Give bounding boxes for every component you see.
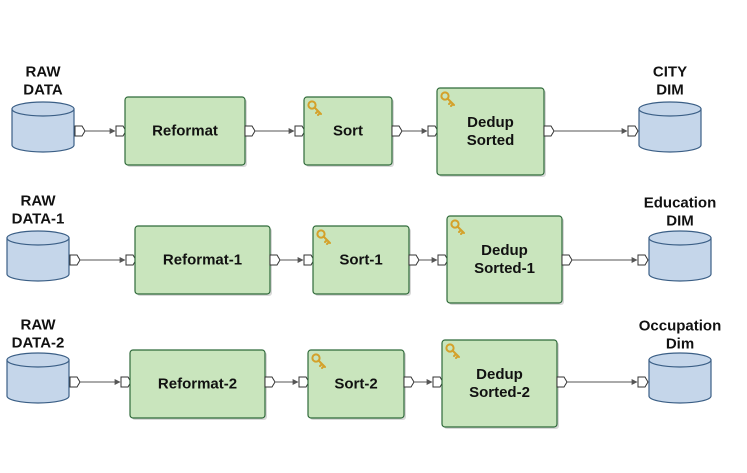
target-label-line-2: Dim: [666, 336, 694, 353]
key-icon: [316, 229, 331, 245]
target-database[interactable]: [648, 230, 712, 282]
reformat-node[interactable]: Reformat: [124, 96, 247, 167]
target-label-line-1: Education: [644, 195, 717, 212]
dedup-node-label-line-1: Dedup: [481, 242, 528, 259]
target-input-port[interactable]: [637, 376, 649, 388]
target-label-line-1: Occupation: [639, 318, 722, 335]
dedup-node-label-line-2: Sorted-2: [469, 384, 530, 401]
target-input-port[interactable]: [637, 254, 649, 266]
target-label-line-2: DIM: [666, 213, 694, 230]
reformat-node-label-line-1: Reformat: [152, 123, 218, 140]
source-label-line-2: DATA: [23, 82, 63, 99]
dedup-output-port[interactable]: [561, 254, 573, 266]
dedup-node-label-line-1: Dedup: [476, 366, 523, 383]
dedup-node-label-line-2: Sorted: [467, 132, 515, 149]
reformat-node-label-line-1: Reformat-2: [158, 376, 237, 393]
sort-node-label-line-1: Sort: [333, 123, 363, 140]
sort-node-label-line-1: Sort-1: [339, 252, 382, 269]
key-icon: [445, 343, 460, 359]
reformat-node-label-line-1: Reformat-1: [163, 252, 242, 269]
source-database[interactable]: [6, 230, 70, 282]
dedup-node-label-line-2: Sorted-1: [474, 260, 535, 277]
source-database[interactable]: [6, 352, 70, 404]
key-icon: [311, 353, 326, 369]
dedup-output-port[interactable]: [556, 376, 568, 388]
key-icon: [440, 91, 455, 107]
source-label-line-1: RAW: [21, 193, 57, 210]
key-icon: [307, 100, 322, 116]
sort-node[interactable]: Sort-1: [312, 225, 411, 296]
sort-node[interactable]: Sort-2: [307, 349, 406, 420]
sort-output-port[interactable]: [408, 254, 420, 266]
source-database[interactable]: [11, 101, 75, 153]
sort-node-label-line-1: Sort-2: [334, 376, 377, 393]
sort-output-port[interactable]: [403, 376, 415, 388]
target-database[interactable]: [648, 352, 712, 404]
target-input-port[interactable]: [627, 125, 639, 137]
source-output-port[interactable]: [74, 125, 86, 137]
reformat-node[interactable]: Reformat-2: [129, 349, 267, 420]
key-icon: [450, 219, 465, 235]
sort-output-port[interactable]: [391, 125, 403, 137]
target-label-line-2: DIM: [656, 82, 684, 99]
source-label-line-2: DATA-1: [12, 211, 65, 228]
reformat-output-port[interactable]: [244, 125, 256, 137]
reformat-output-port[interactable]: [269, 254, 281, 266]
source-label-line-2: DATA-2: [12, 335, 65, 352]
source-output-port[interactable]: [69, 376, 81, 388]
dedup-node-label-line-1: Dedup: [467, 114, 514, 131]
source-label-line-1: RAW: [26, 64, 62, 81]
target-database[interactable]: [638, 101, 702, 153]
source-label-line-1: RAW: [21, 317, 57, 334]
source-output-port[interactable]: [69, 254, 81, 266]
reformat-node[interactable]: Reformat-1: [134, 225, 272, 296]
sort-node[interactable]: Sort: [303, 96, 394, 167]
reformat-output-port[interactable]: [264, 376, 276, 388]
target-label-line-1: CITY: [653, 64, 687, 81]
dedup-output-port[interactable]: [543, 125, 555, 137]
